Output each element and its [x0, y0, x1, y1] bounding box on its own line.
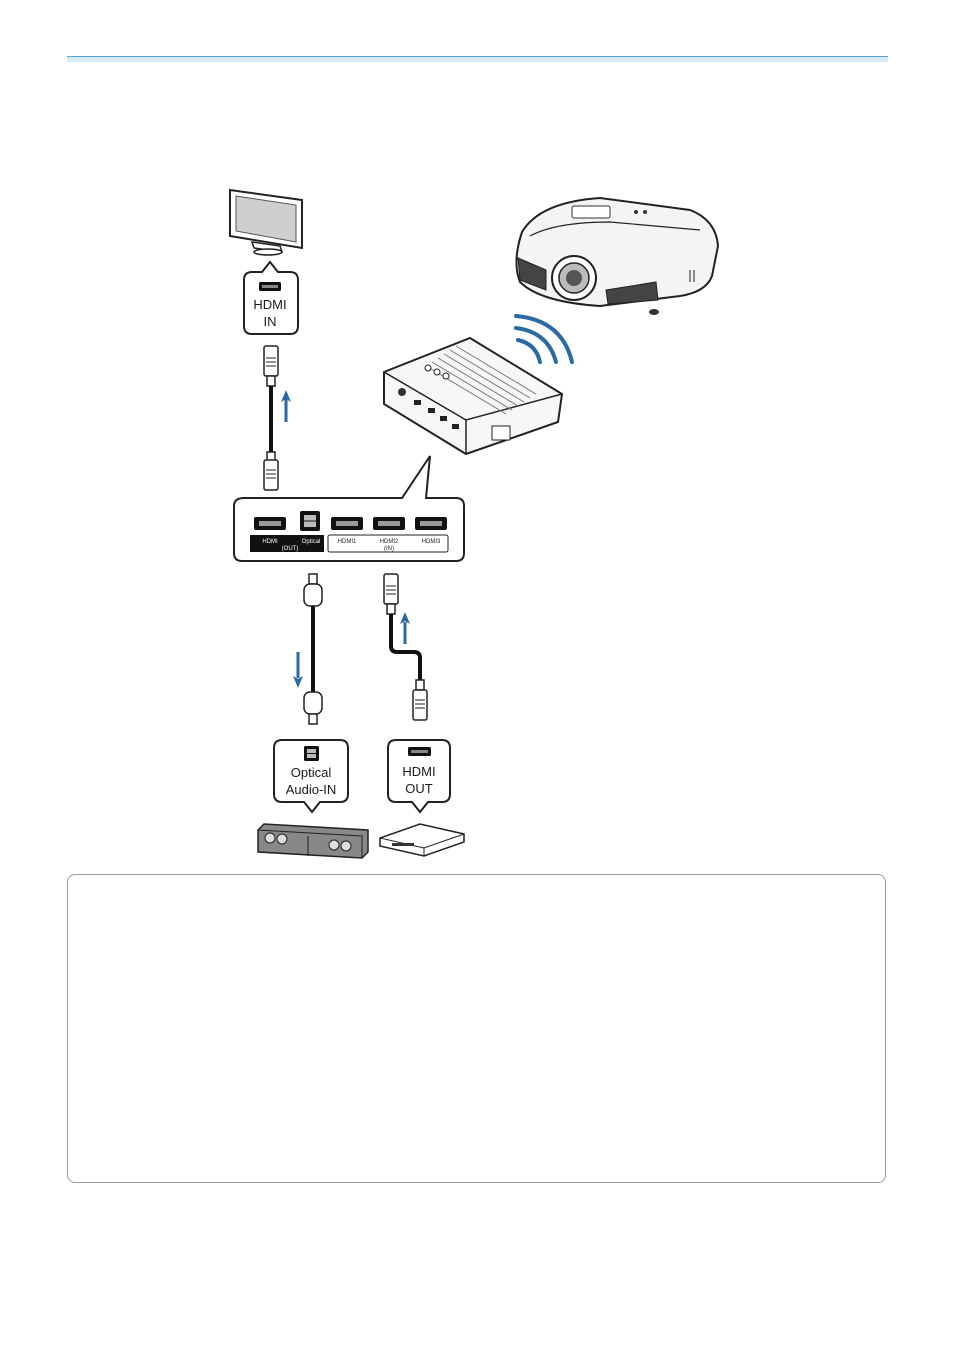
player-port-label-line2: OUT	[405, 781, 433, 796]
hub-rear-panel-callout: HDMI Optical (OUT) HDMI1 HDMI2 (IN) HDMI…	[233, 455, 465, 562]
player-hdmi-out-callout: HDMI OUT	[387, 739, 451, 814]
port-label-hdmi1: HDMI1	[338, 539, 357, 545]
port-label-hdmi2: HDMI2	[380, 539, 399, 545]
tv-hdmi-in-callout: HDMI IN	[243, 260, 299, 335]
wireless-signal-icon	[514, 314, 574, 364]
wireless-hub-icon	[383, 336, 564, 456]
player-port-label-line1: HDMI	[402, 764, 435, 779]
soundbar-icon	[257, 823, 369, 859]
port-label-hdmi3: HDMI3	[422, 539, 441, 545]
connection-diagram: HDMI IN	[229, 188, 720, 859]
optical-cable-to-soundbar	[303, 573, 323, 725]
soundbar-optical-in-callout: Optical Audio-IN	[273, 739, 349, 814]
tv-port-label-line2: IN	[264, 314, 277, 329]
hdmi-cable-to-tv	[263, 345, 279, 491]
header-rule	[67, 56, 888, 62]
media-player-icon	[379, 823, 465, 857]
soundbar-port-label-line1: Optical	[291, 765, 332, 780]
tv-port-label-line1: HDMI	[253, 297, 286, 312]
port-label-optical: Optical	[302, 539, 321, 545]
out-group-bar	[250, 535, 324, 552]
note-box	[67, 874, 886, 1183]
tv-icon	[229, 188, 303, 256]
soundbar-port-label-line2: Audio-IN	[286, 782, 337, 797]
arrow-down-icon	[293, 652, 303, 688]
arrow-up-icon	[400, 612, 410, 644]
hdmi-cable-from-player	[383, 573, 428, 721]
port-label-hdmi-out: HDMI	[262, 539, 278, 545]
projector-icon	[515, 196, 720, 315]
arrow-up-icon	[281, 390, 291, 422]
port-group-label-in: (IN)	[384, 546, 394, 552]
port-group-label-out: (OUT)	[282, 546, 299, 552]
in-group-frame	[327, 534, 449, 553]
